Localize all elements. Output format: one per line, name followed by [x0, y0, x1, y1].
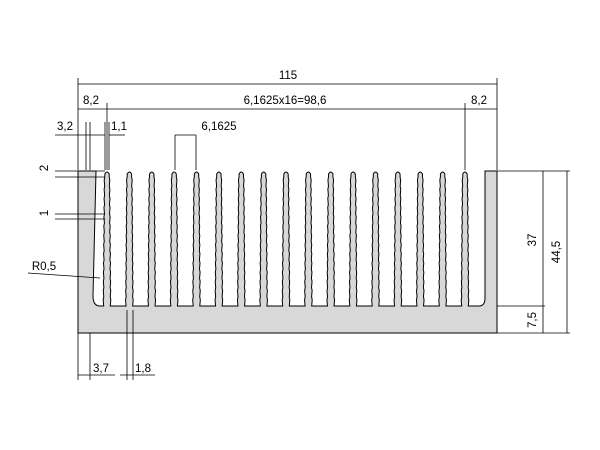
- dim-overall-width: 115: [279, 70, 297, 82]
- dimension-lines: [27, 78, 570, 380]
- dim-fin-root-width: 1,8: [135, 363, 151, 375]
- dim-fin-span: 6,1625x16=98,6: [244, 95, 327, 107]
- dim-fin-height: 37: [527, 234, 539, 247]
- dim-fin-tip-width: 1,1: [111, 121, 127, 133]
- dim-fin-step-height: 1: [39, 210, 51, 216]
- heatsink-profile: [77, 170, 498, 334]
- dim-wall-thickness-bottom: 3,7: [93, 363, 109, 375]
- dim-fin-pitch: 6,1625: [201, 121, 236, 133]
- dim-edge-offset-left: 8,2: [83, 95, 99, 107]
- dim-root-radius: R0,5: [32, 261, 56, 273]
- dim-wall-thickness-top: 3,2: [57, 121, 73, 133]
- dim-base-thickness: 7,5: [527, 312, 539, 328]
- dim-fin-tip-height: 2: [39, 165, 51, 171]
- dim-edge-offset-right: 8,2: [471, 95, 487, 107]
- leader-root-radius: [27, 272, 101, 279]
- dim-overall-height: 44,5: [551, 241, 563, 263]
